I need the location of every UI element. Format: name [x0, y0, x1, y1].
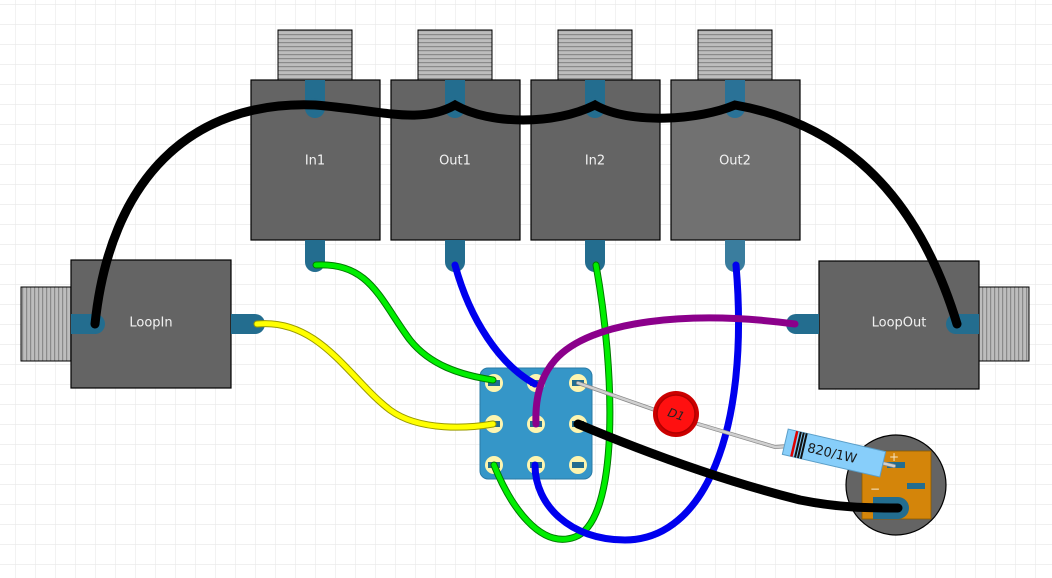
jack-tip-lug[interactable]: [725, 240, 745, 272]
jack-label: Out2: [719, 154, 751, 169]
wire-out1-to-switch[interactable]: [451, 261, 539, 388]
led-lens: [656, 394, 696, 434]
jack-thread: [697, 29, 773, 81]
jack-thread: [277, 29, 353, 81]
dc-plus-lug[interactable]: [887, 462, 905, 468]
jack-tip-lug[interactable]: [585, 240, 605, 272]
jack-loopout[interactable]: LoopOut: [786, 260, 1030, 390]
dc-sleeve-lug[interactable]: [907, 483, 925, 489]
wire-switch-to-dc-ground[interactable]: [573, 419, 903, 513]
jack-tip-lug[interactable]: [445, 240, 465, 272]
wire-loopout-to-switch[interactable]: [532, 314, 799, 428]
wire-out2-to-switch[interactable]: [531, 261, 742, 544]
dc-plus-label: +: [889, 450, 899, 464]
switch-lug-9[interactable]: [569, 456, 587, 474]
led-label: D1: [666, 405, 686, 424]
resistor-band-red: [790, 430, 799, 457]
resistor-band-2: [796, 432, 805, 459]
jack-label: In2: [585, 154, 605, 169]
jack-label: LoopOut: [872, 316, 927, 331]
dc-minus-label: −: [870, 482, 880, 496]
resistor-band-1: [794, 431, 802, 458]
resistor-band-3: [799, 433, 808, 459]
jack-tip-lug[interactable]: [231, 314, 265, 334]
jack-label: LoopIn: [129, 316, 172, 331]
wire-ground-bus[interactable]: [90, 99, 962, 329]
jack-thread: [557, 29, 633, 81]
jack-thread: [417, 29, 493, 81]
lug-slot: [572, 462, 584, 468]
jack-thread: [978, 286, 1030, 362]
jack-label: In1: [305, 154, 325, 169]
resistor-body: [781, 428, 887, 478]
jack-thread: [20, 286, 72, 362]
led-d1[interactable]: D1: [653, 391, 699, 437]
resistor-820-1w[interactable]: 820/1W: [781, 428, 887, 478]
jack-label: Out1: [439, 154, 471, 169]
jack-tip-lug[interactable]: [786, 314, 819, 334]
